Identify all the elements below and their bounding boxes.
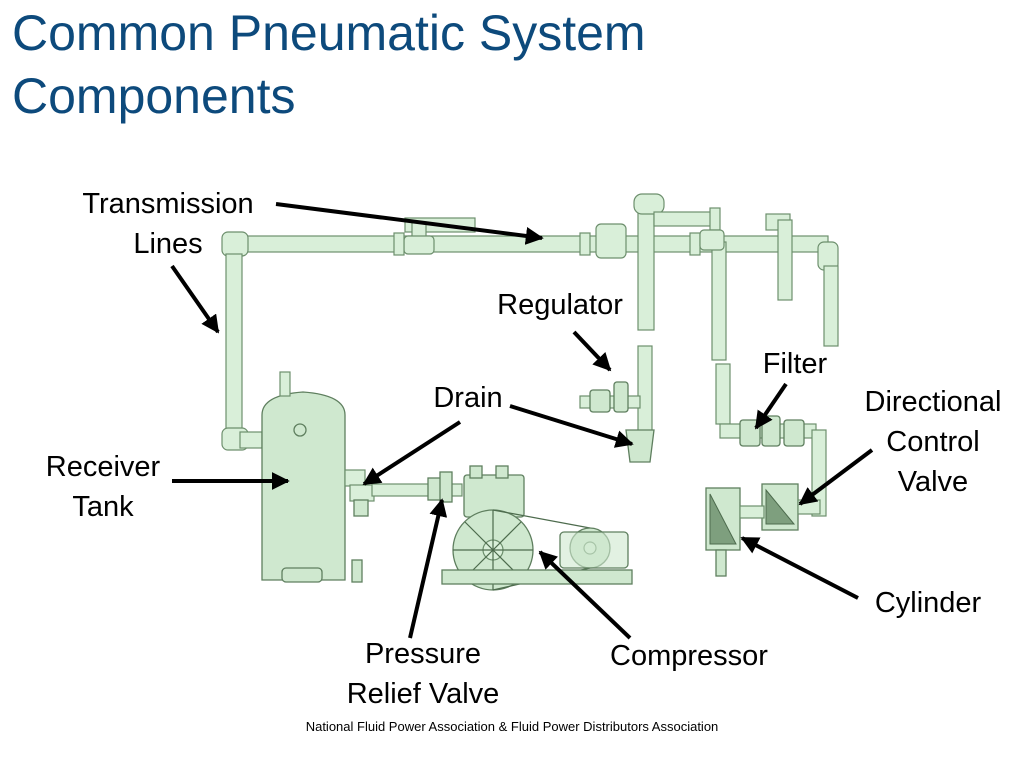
label-receiver-tank: Receiver Tank <box>45 451 161 523</box>
regulator-unit <box>579 381 655 463</box>
drain-valve <box>349 484 375 517</box>
arrow-directional-valve <box>798 448 874 506</box>
slide-title: Common Pneumatic System Components <box>12 5 646 124</box>
arrow-compressor <box>538 550 632 640</box>
filter-unit <box>719 415 827 517</box>
arrow-pressure-relief <box>408 498 448 639</box>
arrow-drain-right <box>509 404 634 448</box>
arrow-transmission-upper <box>275 202 544 245</box>
label-cylinder: Cylinder <box>874 587 982 619</box>
compressor <box>441 465 633 591</box>
label-drain: Drain <box>433 382 503 414</box>
directional-control-valve <box>761 483 821 531</box>
label-filter: Filter <box>762 348 828 380</box>
label-compressor: Compressor <box>610 640 768 672</box>
footer-credit: National Fluid Power Association & Fluid… <box>305 719 719 734</box>
arrow-regulator <box>572 330 612 372</box>
arrow-drain-left <box>362 420 462 486</box>
cylinder <box>705 487 765 577</box>
pointer-arrows <box>170 202 874 640</box>
label-regulator: Regulator <box>497 289 623 321</box>
arrow-transmission-lower <box>170 264 220 334</box>
arrow-filter <box>754 382 788 430</box>
arrow-cylinder <box>740 536 859 600</box>
label-directional-control-valve: Directional Control Valve <box>864 386 1002 498</box>
receiver-tank <box>261 371 366 583</box>
pressure-relief-valve <box>371 471 463 503</box>
label-transmission-lines: Transmission Lines <box>82 188 254 260</box>
label-pressure-relief-valve: Pressure Relief Valve <box>346 638 500 710</box>
